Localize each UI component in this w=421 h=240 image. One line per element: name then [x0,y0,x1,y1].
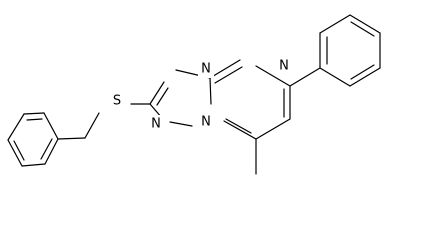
bond-lines [7,14,381,175]
bond-c5-ph [289,67,321,87]
bond-bz6 [7,113,25,141]
bond-ph-inner3 [350,21,375,37]
bond-n5-n1 [169,121,193,127]
bond-ph5 [319,14,351,34]
bond-c3a-n4 [209,59,241,79]
bond-c3a-n4-d [214,66,243,84]
bond-c6-c7 [255,118,291,140]
bond-c2-n3-d [156,87,169,106]
bond-ring-ch2 [57,137,86,140]
atom-n4-label: N [279,59,289,74]
atom-labels: S N N N N [110,57,292,133]
bond-bz5 [7,139,23,167]
bond-c3a-n5 [209,77,212,105]
bond-ph1 [319,67,351,87]
atom-n3: N [198,60,214,78]
bond-bz4 [21,163,46,167]
bond-c7-n8-d [225,118,252,134]
bond-bz-inner1 [26,118,43,121]
bond-bz2 [43,112,59,140]
bond-n4-c5 [255,65,291,87]
bond-bz3 [44,138,59,165]
atom-s-label: S [113,94,121,109]
atom-n1-label: N [151,117,161,132]
bond-bz1 [23,112,45,115]
bond-c2-n3 [149,81,165,105]
bond-bz-inner3 [13,140,25,161]
bond-ph2 [349,67,381,87]
atom-n3-label: N [201,62,211,77]
bond-ch2-s [84,112,100,139]
atom-n5-label: N [201,115,211,130]
atom-n5: N [198,113,214,131]
chemical-structure-diagram: S N N N N [7,14,381,175]
bond-ph-inner2 [350,64,375,80]
atom-s: S [110,92,124,110]
atom-n1: N [148,115,164,133]
bond-ph4 [349,14,381,34]
bond-c7-n8 [223,120,257,140]
atom-n4: N [276,57,292,75]
bond-bz-inner2 [40,138,53,160]
